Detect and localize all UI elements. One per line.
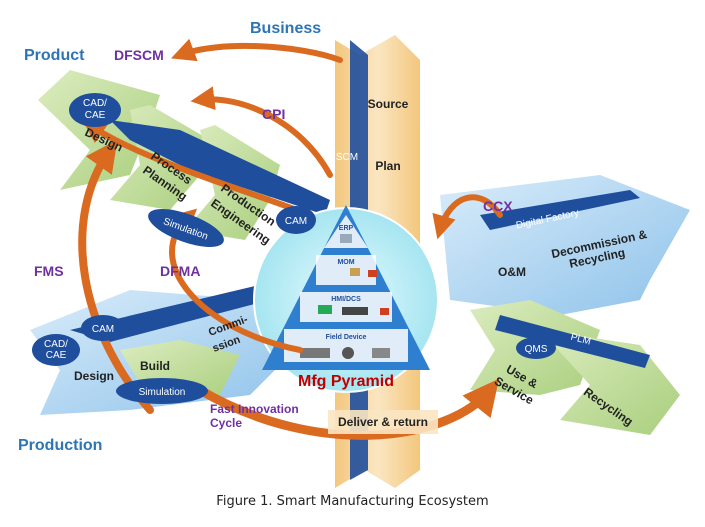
scm-label: SCM	[336, 152, 358, 163]
cpi-label: CPI	[262, 106, 285, 122]
deliver-return-label: Deliver & return	[338, 415, 428, 429]
production-simulation-label: Simulation	[139, 387, 186, 398]
om-label: O&M	[498, 265, 526, 279]
qms-ellipse	[516, 337, 556, 359]
cpi-arrow	[190, 86, 333, 178]
ccx-label: CCX	[483, 198, 513, 214]
figure-caption: Figure 1. Smart Manufacturing Ecosystem	[216, 494, 489, 509]
dfscm-label: DFSCM	[114, 47, 164, 63]
production-cam-label: CAM	[92, 324, 114, 335]
dfma-label: DFMA	[160, 263, 200, 279]
product-simulation-ellipse	[148, 209, 224, 247]
production-cad-cae-line2: CAE	[46, 350, 67, 361]
production-cad-cae-ellipse	[32, 334, 80, 366]
product-band	[38, 70, 330, 240]
pyramid-shape	[262, 205, 430, 370]
fast-innovation-cycle-label: Cycle	[210, 416, 242, 430]
source-label: Source	[368, 97, 409, 111]
product-cam-ellipse	[276, 206, 316, 234]
ccx-arrow	[432, 194, 503, 240]
production-cam-ellipse	[81, 315, 125, 341]
production-cad-cae-line1: CAD/	[44, 339, 68, 350]
pyramid-level-mom: MOM	[337, 259, 354, 266]
build-label: Build	[140, 359, 170, 373]
pyramid-level-field-device: Field Device	[326, 334, 367, 341]
qms-label: QMS	[525, 344, 548, 355]
fast-innovation-label: Fast Innovation	[210, 402, 299, 416]
business-title: Business	[250, 20, 321, 37]
dfscm-arrow	[171, 38, 343, 63]
product-cam-label: CAM	[285, 216, 307, 227]
production-design-label: Design	[74, 369, 114, 383]
ecosystem-diagram: Product Business Production DFSCM CPI CC…	[18, 20, 690, 488]
mfg-pyramid-title: Mfg Pyramid	[298, 373, 394, 390]
product-cad-cae-line2: CAE	[85, 110, 106, 121]
product-cad-cae-ellipse	[69, 93, 121, 127]
plan-label: Plan	[375, 159, 400, 173]
orange-arrows	[78, 38, 503, 440]
pyramid-level-hmi-dcs: HMI/DCS	[331, 296, 361, 303]
mfg-pyramid-group	[253, 205, 439, 393]
fast-innovation-arrow	[195, 378, 500, 440]
product-cad-cae-line1: CAD/	[83, 98, 107, 109]
product-loop-arrow	[82, 119, 313, 218]
fms-arrow	[78, 139, 154, 414]
lifecycle-band	[440, 175, 690, 435]
production-simulation-ellipse	[116, 378, 208, 404]
pyramid-level-erp: ERP	[339, 225, 354, 232]
product-title: Product	[24, 47, 85, 64]
fms-label: FMS	[34, 263, 64, 279]
plm-label: PLM	[569, 332, 592, 348]
production-title: Production	[18, 437, 102, 454]
